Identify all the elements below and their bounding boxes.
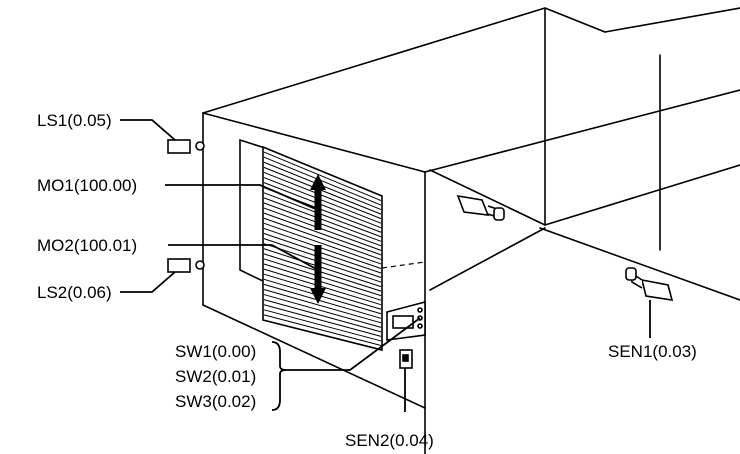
shutter-slat: [263, 222, 382, 265]
shutter-slat: [263, 202, 382, 247]
label-mo1: MO1(100.00): [37, 176, 137, 195]
shutter-slat: [263, 182, 382, 229]
label-sw1: SW1(0.00): [175, 342, 256, 361]
building-roof-right-edge: [604, 7, 740, 33]
ls1-leader-line: [120, 119, 176, 141]
shutter-slat: [263, 166, 382, 215]
shutter-slat: [263, 253, 382, 292]
shutter-slat: [263, 197, 382, 242]
shutter-slat: [263, 212, 382, 256]
shutter-slat: [263, 309, 382, 342]
shutter-slat: [263, 233, 382, 274]
shutter-slat: [263, 288, 382, 324]
shutter-slat: [263, 283, 382, 319]
shutter-slat: [263, 268, 382, 306]
shutter-slat: [263, 299, 382, 333]
inner-floor-right: [539, 227, 740, 301]
door-frame: [239, 139, 266, 283]
label-ls2: LS2(0.06): [37, 283, 112, 302]
control-panel-icon: [386, 300, 426, 341]
shutter-door: [262, 145, 383, 352]
mo2-leader-line: [168, 244, 319, 271]
sw-bracket: [271, 341, 287, 411]
label-mo2: MO2(100.01): [37, 236, 137, 255]
ls2-leader-line: [120, 271, 176, 293]
down-arrow-icon: [310, 245, 326, 304]
shutter-slat: [263, 151, 382, 201]
label-sw2: SW2(0.01): [175, 367, 256, 386]
shutter-slat: [263, 207, 382, 251]
hidden-edge: [381, 261, 426, 269]
limit-switch-ls2-icon: [167, 258, 205, 273]
shutter-slat: [263, 156, 382, 206]
shutter-slat: [263, 227, 382, 269]
building-floor-line: [202, 304, 426, 409]
shutter-slat: [263, 263, 382, 301]
shutter-slat: [263, 258, 382, 297]
shutter-slat: [263, 192, 382, 238]
building-left-top-edge: [202, 112, 426, 173]
label-sw3: SW3(0.02): [175, 392, 256, 411]
shutter-slat: [263, 314, 382, 346]
sw-leader-line: [285, 317, 421, 371]
mo1-leader-line: [165, 184, 319, 211]
sensor-sen2-icon: [399, 349, 413, 369]
shutter-slat: [263, 304, 382, 337]
shutter-slat: [263, 217, 382, 260]
camera-icon: [456, 194, 505, 221]
limit-switch-ls1-icon: [167, 139, 205, 154]
building-right-top-edge: [424, 89, 740, 173]
sensor-sen1-icon: [625, 267, 674, 301]
shutter-slat: [263, 294, 382, 328]
shutter-slat: [263, 238, 382, 279]
label-ls1: LS1(0.05): [37, 111, 112, 130]
shutter-slat: [263, 171, 382, 220]
door-frame-top: [239, 139, 266, 149]
shutter-slat: [263, 278, 382, 315]
up-arrow-icon: [310, 174, 326, 230]
inner-back-wall-mid: [429, 164, 740, 226]
label-sen1: SEN1(0.03): [608, 342, 697, 361]
inner-floor-left: [429, 227, 546, 291]
shutter-slat: [263, 177, 382, 224]
shutter-slat: [263, 248, 382, 288]
shutter-slat: [263, 243, 382, 283]
label-sen2: SEN2(0.04): [345, 431, 434, 450]
